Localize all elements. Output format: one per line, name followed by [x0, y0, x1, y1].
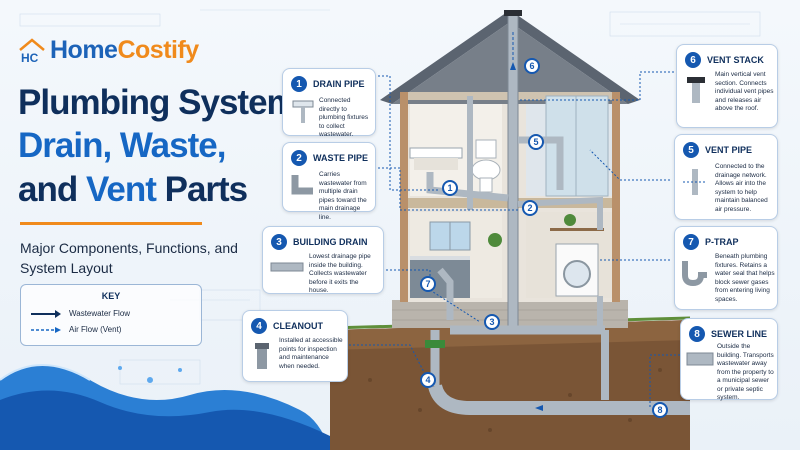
marker-7[interactable]: 7	[420, 276, 436, 292]
component-description: Installed at accessible points for inspe…	[279, 337, 343, 370]
vent-stack-icon	[687, 77, 705, 103]
component-title: CLEANOUT	[273, 321, 323, 331]
component-title: BUILDING DRAIN	[293, 237, 368, 247]
component-title: SEWER LINE	[711, 329, 768, 339]
component-title: WASTE PIPE	[313, 153, 369, 163]
title-line-3-b: Vent	[85, 170, 157, 209]
marker-4[interactable]: 4	[420, 372, 436, 388]
key-item-airflow: Air Flow (Vent)	[31, 325, 121, 334]
subtitle: Major Components, Functions, and System …	[20, 240, 238, 276]
title-line-3-c: Parts	[155, 170, 249, 209]
key-item-label: Wastewater Flow	[69, 309, 131, 318]
marker-8[interactable]: 8	[652, 402, 668, 418]
house-illustration	[330, 10, 690, 450]
title-line-3-a: and	[18, 170, 86, 209]
component-number: 1	[291, 76, 307, 92]
component-description: Connected directly to plumbing fixtures …	[319, 97, 369, 138]
component-title: VENT PIPE	[705, 145, 753, 155]
legend-key: KEY Wastewater Flow Air Flow (Vent)	[20, 284, 202, 346]
component-card-p-trap[interactable]: 7 P-TRAP Beneath plumbing fixtures. Retai…	[674, 226, 778, 310]
marker-1[interactable]: 1	[442, 180, 458, 196]
marker-3[interactable]: 3	[484, 314, 500, 330]
title-line-1: Plumbing System	[18, 83, 298, 122]
component-number: 2	[291, 150, 307, 166]
component-title: P-TRAP	[705, 237, 739, 247]
brand-name-part1: Home	[50, 36, 118, 64]
marker-6[interactable]: 6	[524, 58, 540, 74]
sink-drain-icon	[292, 100, 314, 123]
key-item-label: Air Flow (Vent)	[69, 325, 122, 334]
title-line-2: Drain, Waste,	[18, 126, 226, 165]
component-card-vent-stack[interactable]: 6 VENT STACK Main vertical vent section. …	[676, 44, 778, 128]
page-title: Plumbing System Drain, Waste, and Vent P…	[18, 82, 298, 212]
component-title: DRAIN PIPE	[313, 79, 365, 89]
component-card-sewer-line[interactable]: 8 SEWER LINE Outside the building. Transp…	[680, 318, 778, 401]
brand-name-part2: Costify	[117, 36, 199, 64]
horizontal-pipe-icon	[270, 262, 304, 272]
marker-2[interactable]: 2	[522, 200, 538, 216]
p-trap-icon	[682, 261, 707, 287]
component-description: Connected to the drainage network. Allow…	[715, 163, 768, 213]
component-number: 7	[683, 234, 699, 250]
component-card-cleanout[interactable]: 4 CLEANOUT Installed at accessible points…	[242, 310, 348, 382]
elbow-pipe-icon	[291, 175, 313, 195]
component-number: 4	[251, 318, 267, 334]
component-description: Carries wastewater from multiple drain p…	[319, 171, 367, 221]
component-title: VENT STACK	[707, 55, 764, 65]
component-number: 8	[689, 326, 705, 342]
title-line-3: and Vent Parts	[18, 168, 288, 212]
component-card-building-drain[interactable]: 3 BUILDING DRAIN Lowest drainage pipe ins…	[262, 226, 384, 294]
brand-logo[interactable]: HC HomeCostify	[18, 36, 199, 65]
vent-pipe-icon	[683, 169, 707, 195]
component-card-drain-pipe[interactable]: 1 DRAIN PIPE Connected directly to plumbi…	[282, 68, 376, 138]
house-logo-icon: HC	[19, 37, 45, 64]
component-description: Outside the building. Transports wastewa…	[717, 343, 774, 401]
component-number: 6	[685, 52, 701, 68]
component-card-vent-pipe[interactable]: 5 VENT PIPE Connected to the drainage net…	[674, 134, 778, 220]
cleanout-plug-icon	[255, 343, 269, 369]
component-description: Lowest drainage pipe inside the building…	[309, 253, 371, 294]
water-splash-graphic	[0, 364, 330, 450]
sewer-pipe-icon	[686, 352, 714, 366]
component-card-waste-pipe[interactable]: 2 WASTE PIPE Carries wastewater from mult…	[282, 142, 376, 221]
solid-arrow-icon	[31, 309, 61, 318]
key-title: KEY	[101, 291, 121, 301]
component-number: 3	[271, 234, 287, 250]
brand-name: HomeCostify	[50, 36, 199, 65]
dashed-arrow-icon	[31, 326, 61, 333]
component-description: Main vertical vent section. Connects ind…	[715, 71, 774, 112]
key-item-wastewater: Wastewater Flow	[31, 309, 130, 318]
title-divider	[20, 222, 202, 225]
marker-5[interactable]: 5	[528, 134, 544, 150]
component-number: 5	[683, 142, 699, 158]
component-description: Beneath plumbing fixtures. Retains a wat…	[715, 253, 775, 303]
logo-letters: HC	[21, 51, 39, 64]
